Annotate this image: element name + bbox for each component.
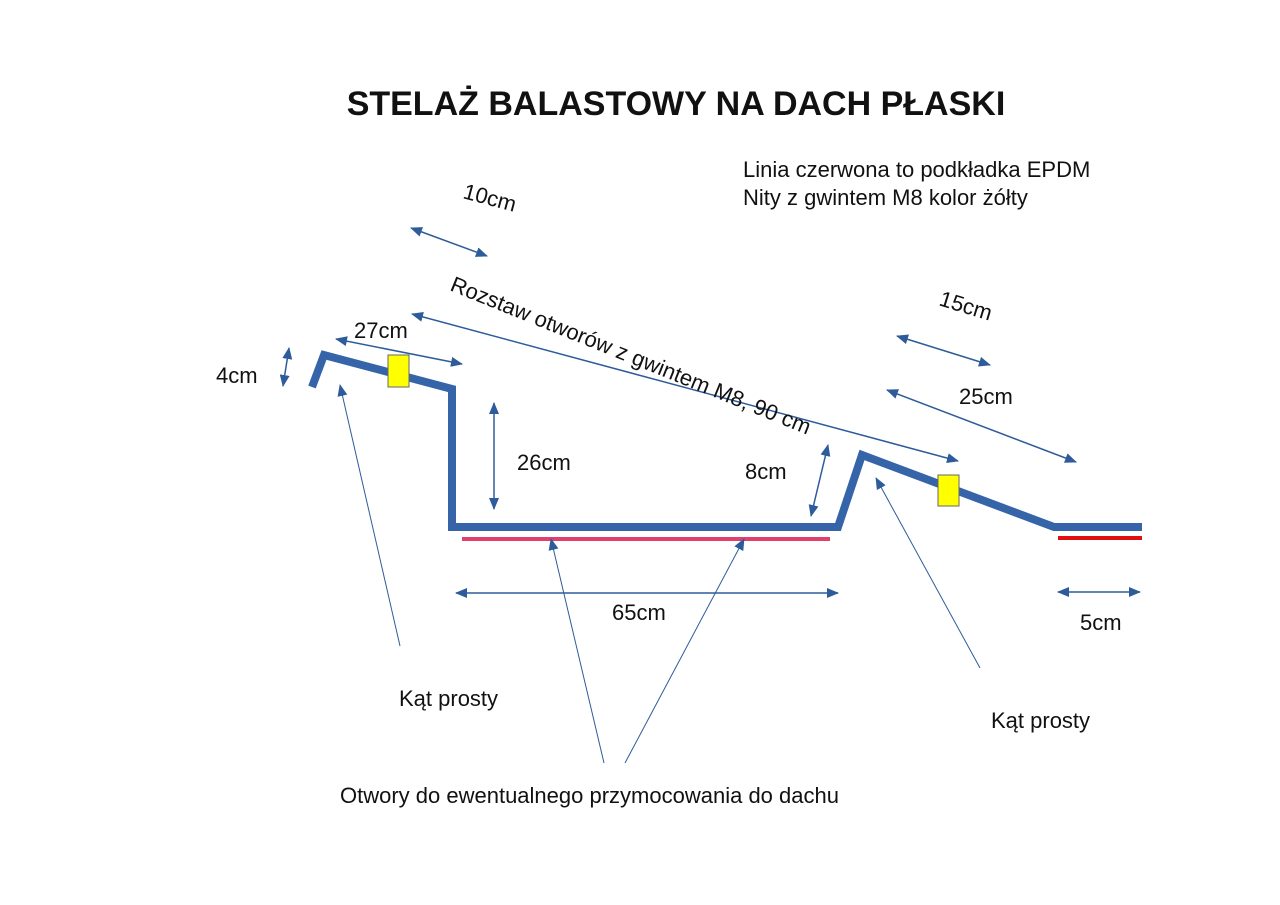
dim-label-15cm: 15cm xyxy=(937,286,996,326)
callout-right-angle-right: Kąt prosty xyxy=(991,708,1090,733)
dim-label-5cm: 5cm xyxy=(1080,610,1122,635)
dim-arrow-4cm xyxy=(279,347,293,387)
dim-label-8cm: 8cm xyxy=(745,459,787,484)
rivet-left xyxy=(387,354,410,388)
note-epdm: Linia czerwona to podkładka EPDM xyxy=(743,157,1090,182)
callout-arrow-hole-right xyxy=(624,538,745,764)
note-rivets: Nity z gwintem M8 kolor żółty xyxy=(743,185,1028,210)
callout-arrow-right-angle-left xyxy=(337,384,401,647)
dim-label-27cm: 27cm xyxy=(354,318,408,343)
dim-arrow-hole-spacing xyxy=(411,312,959,463)
dim-label-65cm: 65cm xyxy=(612,600,666,625)
dim-label-26cm: 26cm xyxy=(517,450,571,475)
dim-label-hole-spacing: Rozstaw otworów z gwintem M8, 90 cm xyxy=(447,271,815,439)
callout-arrow-right-angle-right xyxy=(875,477,981,669)
callout-arrow-hole-left xyxy=(548,538,605,764)
dim-arrow-15cm xyxy=(896,334,991,367)
dim-arrow-10cm xyxy=(410,227,488,257)
dim-label-25cm: 25cm xyxy=(959,384,1013,409)
rivet-right xyxy=(937,474,960,507)
dim-label-10cm: 10cm xyxy=(461,179,519,217)
callout-right-angle-left: Kąt prosty xyxy=(399,686,498,711)
dim-arrow-25cm xyxy=(886,389,1077,463)
dim-label-4cm: 4cm xyxy=(216,363,258,388)
dim-arrow-8cm xyxy=(808,444,831,517)
diagram-title: STELAŻ BALASTOWY NA DACH PŁASKI xyxy=(347,85,1006,123)
callout-holes: Otwory do ewentualnego przymocowania do … xyxy=(340,783,839,808)
